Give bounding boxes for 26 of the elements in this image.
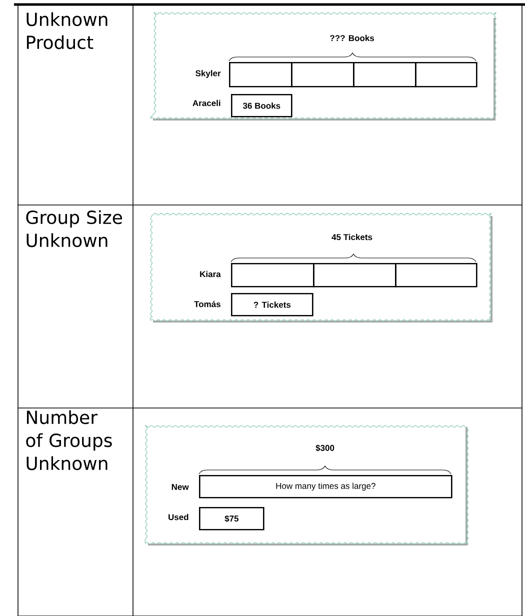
diagram-panel bbox=[144, 425, 469, 546]
tape-box: ? Tickets bbox=[231, 293, 314, 316]
tape-segment bbox=[395, 263, 478, 288]
brace-label: 45 Tickets bbox=[332, 234, 372, 240]
bar-label: Kiara bbox=[200, 270, 221, 278]
bar-label: Tomás bbox=[194, 300, 220, 308]
tape-segment bbox=[291, 62, 354, 88]
row-heading: Group Size Unknown bbox=[26, 210, 122, 248]
bar-label: New bbox=[172, 484, 189, 490]
tape-segment bbox=[353, 62, 416, 88]
tape-segment bbox=[231, 263, 314, 288]
tape-segment bbox=[415, 62, 478, 88]
row-heading: Number of Groups Unknown bbox=[26, 410, 112, 470]
tape-box: 36 Books bbox=[231, 94, 292, 118]
bar-label: Used bbox=[168, 514, 188, 520]
tape-segment bbox=[313, 263, 396, 288]
diagram-panel bbox=[150, 12, 496, 120]
bar-label: Araceli bbox=[192, 100, 220, 106]
brace-label: $300 bbox=[316, 444, 334, 452]
row-heading: Unknown Product bbox=[26, 12, 108, 50]
tape-segment bbox=[229, 62, 292, 88]
brace-label: ??? Books bbox=[330, 34, 374, 42]
bar-label: Skyler bbox=[196, 70, 221, 78]
tape-box: $75 bbox=[199, 507, 264, 530]
tape-box: How many times as large? bbox=[199, 475, 452, 498]
diagram-panel bbox=[150, 212, 492, 322]
